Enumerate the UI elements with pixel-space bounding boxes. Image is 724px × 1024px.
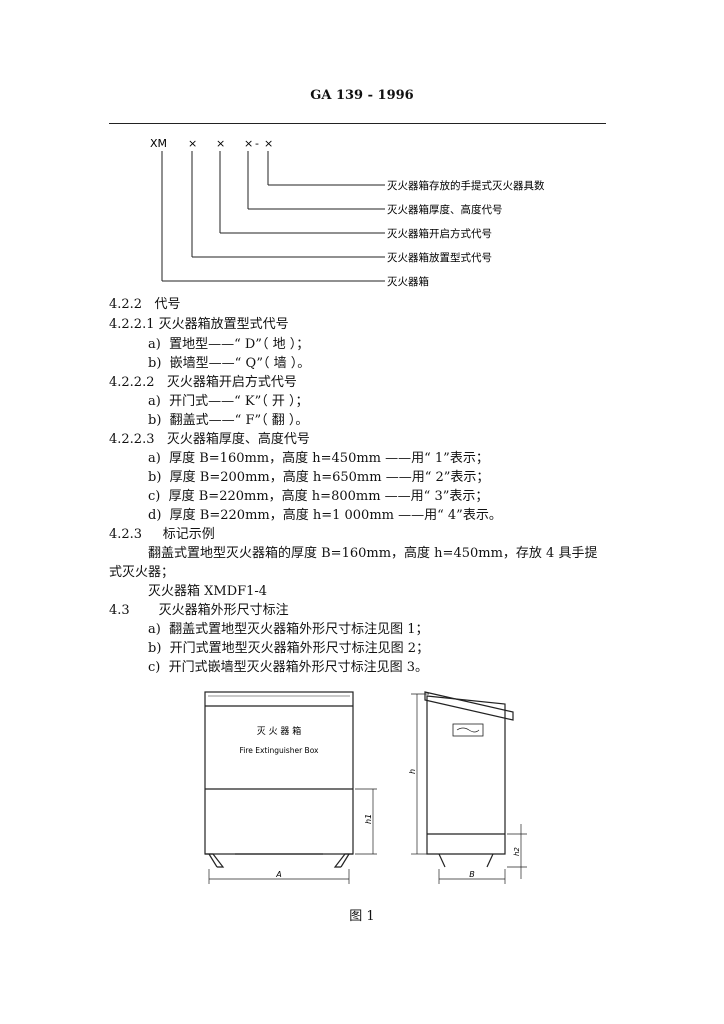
code-note-5: 灭火器箱 <box>387 275 429 288</box>
list-marker: a) <box>148 622 161 637</box>
section-number: 4.2.2.1 <box>109 317 155 332</box>
code-note-1: 灭火器箱存放的手提式灭火器具数 <box>387 179 545 192</box>
list-marker: c) <box>148 489 161 504</box>
header-rule <box>109 123 606 124</box>
section-number: 4.2.3 <box>109 527 143 542</box>
section-number: 4.2.2.3 <box>109 432 155 447</box>
list-item: b) 嵌墙型——“ Q”（ 墙 ）。 <box>148 355 310 373</box>
section-title: 灭火器箱外形尺寸标注 <box>158 603 289 618</box>
code-slot-3: × <box>244 137 253 150</box>
list-item: c) 厚度 B=220mm，高度 h=800mm ——用“ 3”表示； <box>148 488 488 506</box>
list-text: 开门式——“ K”（ 开 ）； <box>169 394 309 409</box>
list-text: 开门式嵌墙型灭火器箱外形尺寸标注见图 3。 <box>168 660 429 675</box>
marking-example: 灭火器箱 XMDF1-4 <box>148 584 268 599</box>
list-item: b) 开门式置地型灭火器箱外形尺寸标注见图 2； <box>148 640 429 658</box>
dim-h-label: h <box>408 769 417 774</box>
list-marker: a) <box>148 451 161 466</box>
list-item: b) 厚度 B=200mm，高度 h=650mm ——用“ 2”表示； <box>148 469 489 487</box>
list-marker: b) <box>148 413 162 428</box>
list-text: 置地型——“ D”（ 地 ）； <box>169 337 310 352</box>
list-text: 厚度 B=220mm，高度 h=1 000mm ——用“ 4”表示。 <box>169 508 502 523</box>
code-slot-1: × <box>188 137 197 150</box>
list-text: 厚度 B=160mm，高度 h=450mm ——用“ 1”表示； <box>169 451 489 466</box>
section-4-2-2-1: 4.2.2.1 灭火器箱放置型式代号 <box>109 316 289 334</box>
list-text: 厚度 B=200mm，高度 h=650mm ——用“ 2”表示； <box>169 470 490 485</box>
list-text: 嵌墙型——“ Q”（ 墙 ）。 <box>169 356 311 371</box>
list-marker: a) <box>148 394 161 409</box>
list-marker: b) <box>148 470 162 485</box>
list-item: c) 开门式嵌墙型灭火器箱外形尺寸标注见图 3。 <box>148 659 428 677</box>
section-number: 4.2.2 <box>109 297 143 312</box>
paragraph-line: 翻盖式置地型灭火器箱的厚度 B=160mm，高度 h=450mm，存放 4 具手… <box>148 546 598 561</box>
list-item: a) 翻盖式置地型灭火器箱外形尺寸标注见图 1； <box>148 621 429 639</box>
list-item: d) 厚度 B=220mm，高度 h=1 000mm ——用“ 4”表示。 <box>148 507 502 525</box>
section-title: 代号 <box>154 297 181 312</box>
side-view-outline <box>426 695 506 855</box>
list-item: a) 厚度 B=160mm，高度 h=450mm ——用“ 1”表示； <box>148 450 489 468</box>
list-text: 开门式置地型灭火器箱外形尺寸标注见图 2； <box>169 641 430 656</box>
page-header: GA 139 - 1996 <box>310 88 414 103</box>
code-note-2: 灭火器箱厚度、高度代号 <box>387 203 503 216</box>
dim-h2-label: h2 <box>513 847 521 856</box>
section-title: 灭火器箱开启方式代号 <box>166 375 297 390</box>
list-item: a) 置地型——“ D”（ 地 ）； <box>148 336 309 354</box>
code-dash: - <box>255 137 259 150</box>
code-slot-4: × <box>264 137 273 150</box>
section-4-2-2: 4.2.2 代号 <box>109 296 181 314</box>
code-prefix: XM <box>150 137 167 150</box>
dim-b-label: B <box>469 870 475 879</box>
list-marker: b) <box>148 641 162 656</box>
list-item: b) 翻盖式——“ F”（ 翻 ）。 <box>148 412 308 430</box>
paragraph-line: 式灭火器； <box>109 565 175 580</box>
list-text: 厚度 B=220mm，高度 h=800mm ——用“ 3”表示； <box>168 489 489 504</box>
list-text: 翻盖式置地型灭火器箱外形尺寸标注见图 1； <box>169 622 429 637</box>
list-marker: d) <box>148 508 162 523</box>
section-number: 4.2.2.2 <box>109 375 155 390</box>
code-structure-diagram: XM × × × - × 灭火器箱存放的手提式灭火器具数 灭火器箱厚度、高度代号… <box>150 137 545 288</box>
section-4-3: 4.3 灭火器箱外形尺寸标注 <box>109 602 289 620</box>
section-title: 标记示例 <box>162 527 215 542</box>
list-item: a) 开门式——“ K”（ 开 ）； <box>148 393 309 411</box>
dim-a-label: A <box>275 870 281 879</box>
list-marker: c) <box>148 660 161 675</box>
figure-1-drawing: 灭 火 器 箱 Fire Extinguisher Box A h1 h B h… <box>204 691 527 884</box>
section-number: 4.3 <box>109 603 130 618</box>
box-label-en: Fire Extinguisher Box <box>239 746 319 755</box>
section-title: 灭火器箱放置型式代号 <box>158 317 289 332</box>
code-note-4: 灭火器箱放置型式代号 <box>387 251 492 264</box>
code-slot-2: × <box>216 137 225 150</box>
code-note-3: 灭火器箱开启方式代号 <box>387 227 492 240</box>
section-title: 灭火器箱厚度、高度代号 <box>166 432 310 447</box>
section-4-2-2-3: 4.2.2.3 灭火器箱厚度、高度代号 <box>109 431 310 449</box>
dim-h1-label: h1 <box>364 814 373 824</box>
list-marker: a) <box>148 337 161 352</box>
front-view-outline <box>204 691 354 855</box>
list-marker: b) <box>148 356 162 371</box>
figure-caption: 图 1 <box>349 909 375 924</box>
list-text: 翻盖式——“ F”（ 翻 ）。 <box>169 413 309 428</box>
section-4-2-3: 4.2.3 标记示例 <box>109 526 215 544</box>
box-label-cn: 灭 火 器 箱 <box>257 725 302 737</box>
section-4-2-2-2: 4.2.2.2 灭火器箱开启方式代号 <box>109 374 297 392</box>
